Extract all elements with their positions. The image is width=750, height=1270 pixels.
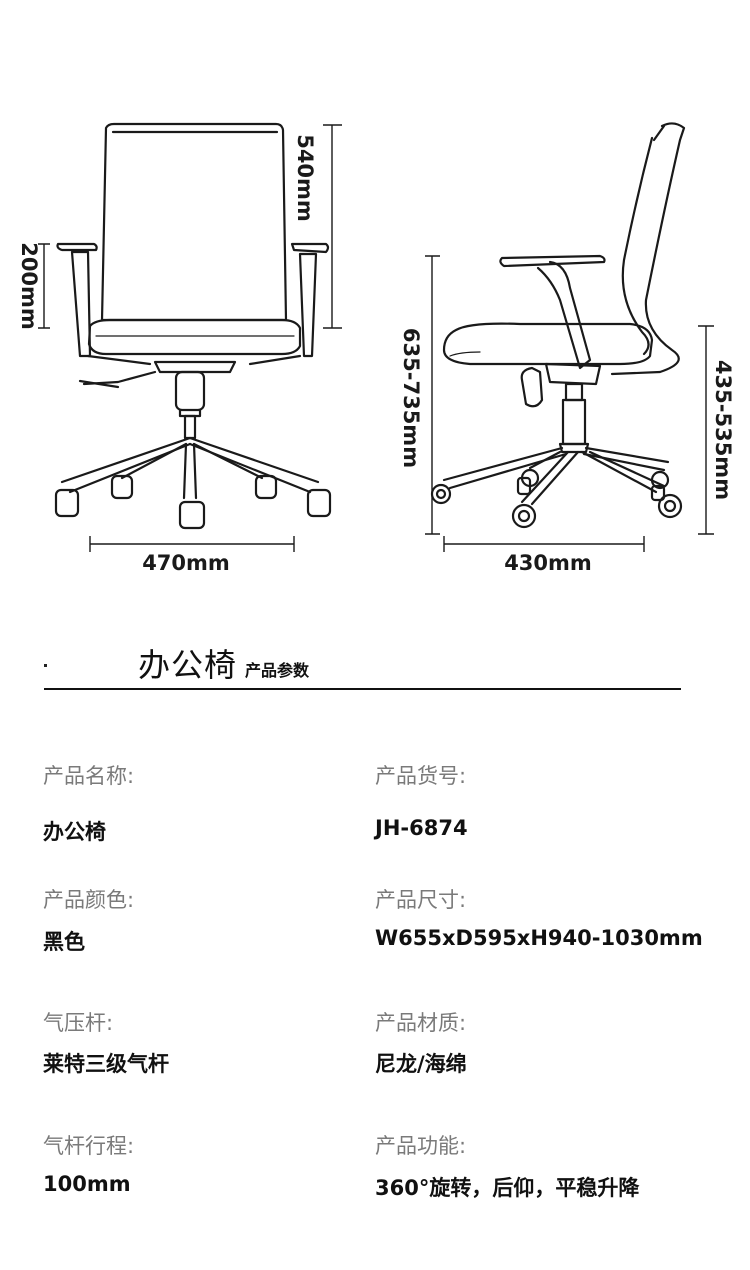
section-subtitle: 产品参数: [245, 661, 310, 680]
front-back-height-label: 540mm: [293, 134, 317, 222]
spec-label-name: 产品名称:: [43, 764, 135, 788]
spec-label-function: 产品功能:: [375, 1134, 467, 1158]
spec-value-material: 尼龙/海绵: [375, 1052, 467, 1076]
spec-value-sku: JH-6874: [375, 816, 468, 840]
spec-label-gas-lift: 气压杆:: [43, 1011, 114, 1035]
spec-value-color: 黑色: [43, 930, 85, 954]
spec-label-size: 产品尺寸:: [375, 888, 467, 912]
spec-value-gas-lift: 莱特三级气杆: [43, 1052, 169, 1076]
side-depth-label: 430mm: [504, 551, 592, 575]
spec-label-color: 产品颜色:: [43, 888, 135, 912]
header-dot: [44, 664, 47, 667]
spec-label-stroke: 气杆行程:: [43, 1134, 135, 1158]
spec-label-sku: 产品货号:: [375, 764, 467, 788]
chair-dimension-diagram: 540mm 200mm 470mm 635-735mm 435-535mm 43…: [17, 122, 735, 575]
side-total-height-label: 635-735mm: [399, 328, 423, 468]
spec-value-name: 办公椅: [43, 820, 106, 844]
section-divider: [44, 688, 681, 690]
spec-label-material: 产品材质:: [375, 1011, 467, 1035]
front-view-chair: [54, 122, 332, 530]
front-width-label: 470mm: [142, 551, 230, 575]
spec-value-function: 360°旋转，后仰，平稳升降: [375, 1176, 640, 1200]
section-title: 办公椅: [138, 646, 238, 684]
side-seat-height-label: 435-535mm: [711, 360, 735, 500]
side-view-chair: [430, 122, 686, 529]
spec-value-size: W655xD595xH940-1030mm: [375, 926, 703, 950]
front-armrest-height-label: 200mm: [17, 242, 41, 330]
spec-value-stroke: 100mm: [43, 1172, 131, 1196]
section-header: 办公椅产品参数: [138, 640, 309, 686]
